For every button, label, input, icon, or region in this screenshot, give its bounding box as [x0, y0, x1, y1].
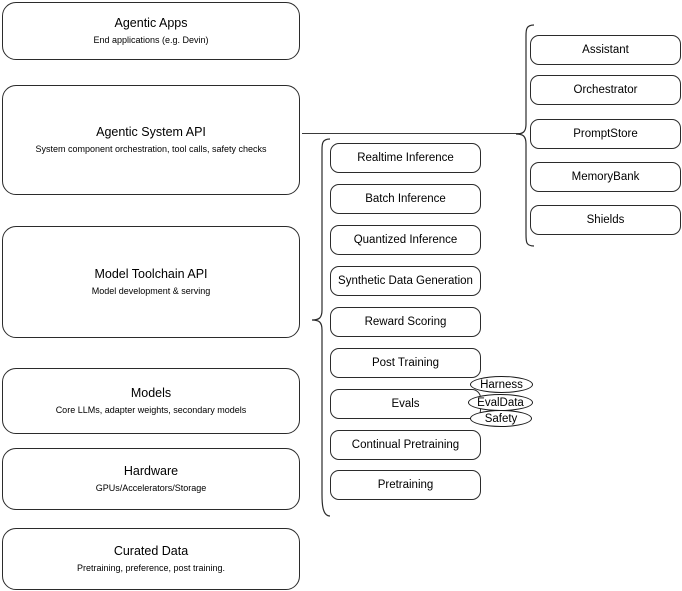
item-label: Evals	[391, 398, 420, 410]
layer-subtitle: Pretraining, preference, post training.	[76, 563, 226, 573]
toolchain-item-pretraining[interactable]: Pretraining	[330, 470, 481, 500]
tag-label: EvalData	[477, 396, 524, 409]
layer-models[interactable]: Models Core LLMs, adapter weights, secon…	[2, 368, 300, 434]
item-label: Synthetic Data Generation	[338, 275, 473, 287]
toolchain-item-post-training[interactable]: Post Training	[330, 348, 481, 378]
layer-title: Curated Data	[113, 544, 189, 558]
item-label: Shields	[586, 214, 625, 226]
item-label: Assistant	[582, 44, 629, 56]
agentic-item-memorybank[interactable]: MemoryBank	[530, 162, 681, 192]
item-label: Realtime Inference	[357, 152, 454, 164]
layer-subtitle: GPUs/Accelerators/Storage	[95, 483, 207, 493]
agentic-item-shields[interactable]: Shields	[530, 205, 681, 235]
item-label: Reward Scoring	[364, 316, 447, 328]
toolchain-item-continual-pretraining[interactable]: Continual Pretraining	[330, 430, 481, 460]
layer-subtitle: System component orchestration, tool cal…	[35, 144, 267, 154]
item-label: Pretraining	[377, 479, 434, 491]
agentic-item-promptstore[interactable]: PromptStore	[530, 119, 681, 149]
layer-subtitle: Core LLMs, adapter weights, secondary mo…	[55, 405, 247, 415]
item-label: Continual Pretraining	[351, 439, 460, 451]
layer-model-toolchain-api[interactable]: Model Toolchain API Model development & …	[2, 226, 300, 338]
layer-hardware[interactable]: Hardware GPUs/Accelerators/Storage	[2, 448, 300, 510]
toolchain-item-reward-scoring[interactable]: Reward Scoring	[330, 307, 481, 337]
layer-agentic-apps[interactable]: Agentic Apps End applications (e.g. Devi…	[2, 2, 300, 60]
connector-agentic-system-api-to-components	[302, 133, 520, 134]
layer-subtitle: End applications (e.g. Devin)	[93, 35, 209, 45]
item-label: MemoryBank	[571, 171, 640, 183]
layer-title: Models	[130, 386, 172, 400]
item-label: Batch Inference	[365, 193, 446, 205]
layer-subtitle: Model development & serving	[91, 286, 211, 296]
toolchain-item-synthetic-data-generation[interactable]: Synthetic Data Generation	[330, 266, 481, 296]
item-label: Quantized Inference	[353, 234, 458, 246]
layer-agentic-system-api[interactable]: Agentic System API System component orch…	[2, 85, 300, 195]
toolchain-item-evals[interactable]: Evals	[330, 389, 481, 419]
toolchain-item-realtime-inference[interactable]: Realtime Inference	[330, 143, 481, 173]
layer-title: Hardware	[123, 464, 179, 478]
agentic-item-assistant[interactable]: Assistant	[530, 35, 681, 65]
layer-curated-data[interactable]: Curated Data Pretraining, preference, po…	[2, 528, 300, 590]
toolchain-item-batch-inference[interactable]: Batch Inference	[330, 184, 481, 214]
item-label: PromptStore	[573, 128, 638, 140]
item-label: Post Training	[371, 357, 440, 369]
evals-tag-harness[interactable]: Harness	[470, 376, 533, 393]
item-label: Orchestrator	[573, 84, 638, 96]
brace-model-toolchain	[311, 138, 331, 517]
toolchain-item-quantized-inference[interactable]: Quantized Inference	[330, 225, 481, 255]
layer-title: Model Toolchain API	[94, 267, 208, 281]
layer-title: Agentic System API	[96, 125, 206, 139]
tag-label: Harness	[480, 378, 523, 391]
agentic-item-orchestrator[interactable]: Orchestrator	[530, 75, 681, 105]
evals-tag-evaldata[interactable]: EvalData	[468, 394, 533, 411]
layer-title: Agentic Apps	[114, 16, 188, 30]
brace-agentic-components	[515, 24, 535, 247]
tag-label: Safety	[484, 412, 518, 425]
evals-tag-safety[interactable]: Safety	[470, 410, 532, 427]
